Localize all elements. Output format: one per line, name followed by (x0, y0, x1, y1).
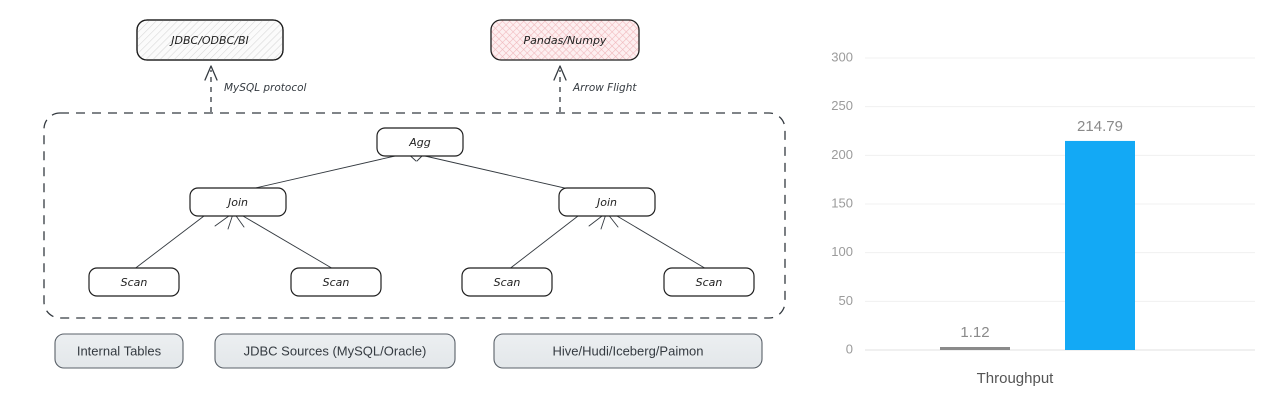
plan-node-agg[interactable]: Agg (376, 127, 464, 157)
plan-node-join-left-label: Join (226, 196, 248, 209)
client-box-pandas-numpy-hatch-b (491, 20, 639, 60)
chart-y-tick-label: 250 (831, 98, 853, 113)
client-box-pandas-numpy-label: Pandas/Numpy (524, 34, 607, 47)
protocol-edge-label-arrow-flight: Arrow Flight (572, 82, 637, 94)
plan-node-join-right-shape (558, 187, 656, 217)
edge-scan1-to-join-left (132, 215, 205, 271)
protocol-edge-label-mysql: MySQL protocol (224, 82, 307, 94)
plan-node-scan-4-label: Scan (696, 276, 723, 289)
client-box-pandas-numpy-outline (490, 19, 640, 61)
client-box-jdbc-odbc-bi-hatch (137, 20, 283, 60)
edge-scan3-to-join-right (507, 215, 579, 271)
chart-bar-value-optimized: 214.79 (1077, 118, 1123, 135)
plan-node-scan-2[interactable]: Scan (290, 267, 382, 297)
plan-node-scan-4-shape (663, 267, 755, 297)
client-box-jdbc-odbc-bi-outline (136, 19, 284, 61)
plan-node-scan-1-label: Scan (121, 276, 148, 289)
source-box-internal-tables[interactable]: Internal Tables (54, 333, 184, 369)
source-box-internal-tables-label: Internal Tables (77, 343, 162, 358)
architecture-diagram: JDBC/ODBC/BI Pandas/Numpy MySQL protocol… (43, 19, 786, 369)
source-box-lakehouse-formats-shape (493, 333, 763, 369)
query-engine-container (43, 112, 786, 319)
source-box-jdbc-sources-label: JDBC Sources (MySQL/Oracle) (244, 343, 427, 358)
client-box-jdbc-odbc-bi[interactable]: JDBC/ODBC/BI (136, 19, 284, 61)
mysql-protocol-arrow-head (204, 65, 218, 81)
plan-node-scan-1-shape (88, 267, 180, 297)
edge-join-right-to-agg (424, 155, 583, 193)
edge-join-left-to-agg (237, 155, 396, 193)
plan-node-scan-3-label: Scan (494, 276, 521, 289)
chart-bar-optimized[interactable] (1065, 140, 1135, 350)
source-box-lakehouse-formats-label: Hive/Hudi/Iceberg/Paimon (552, 343, 703, 358)
chart-bar-value-labels: 1.12 214.79 (960, 118, 1123, 341)
edge-scan4-to-join-right (616, 215, 709, 271)
arrow-flight-arrow-head (553, 65, 567, 81)
chart-y-tick-label: 300 (831, 49, 853, 64)
chart-x-axis-title: Throughput (977, 370, 1055, 387)
source-box-lakehouse-formats[interactable]: Hive/Hudi/Iceberg/Paimon (493, 333, 763, 369)
plan-node-join-left-shape (189, 187, 287, 217)
plan-node-scan-1[interactable]: Scan (88, 267, 180, 297)
source-box-internal-tables-shape (54, 333, 184, 369)
chart-y-tick-label: 0 (846, 341, 853, 356)
plan-node-scan-2-label: Scan (323, 276, 350, 289)
chart-y-tick-label: 50 (839, 293, 853, 308)
client-box-jdbc-odbc-bi-label: JDBC/ODBC/BI (169, 34, 249, 47)
chart-bars (940, 140, 1135, 350)
client-box-pandas-numpy[interactable]: Pandas/Numpy (490, 19, 640, 61)
chart-y-axis-ticks: 0 50 100 150 200 250 300 (831, 49, 853, 356)
plan-node-join-right[interactable]: Join (558, 187, 656, 217)
architecture-diagram-panel: JDBC/ODBC/BI Pandas/Numpy MySQL protocol… (43, 19, 786, 369)
protocol-arrow-mysql-protocol: MySQL protocol (204, 65, 307, 112)
plan-node-scan-4[interactable]: Scan (663, 267, 755, 297)
protocol-arrow-arrow-flight: Arrow Flight (553, 65, 637, 112)
chart-bar-value-baseline: 1.12 (960, 324, 989, 341)
plan-node-scan-2-shape (290, 267, 382, 297)
plan-node-join-left[interactable]: Join (189, 187, 287, 217)
throughput-bar-chart: 0 50 100 150 200 250 300 1.12 214.79 Throughput (831, 49, 1255, 387)
chart-bar-baseline[interactable] (940, 347, 1010, 350)
chart-gridlines (865, 57, 1255, 351)
edge-scan2-to-join-left (242, 215, 336, 271)
plan-node-agg-shape (376, 127, 464, 157)
plan-node-scan-3-shape (461, 267, 553, 297)
chart-y-tick-label: 150 (831, 195, 853, 210)
source-box-jdbc-sources-shape (214, 333, 456, 369)
plan-node-join-right-label: Join (595, 196, 617, 209)
plan-node-agg-label: Agg (408, 136, 431, 149)
plan-node-scan-3[interactable]: Scan (461, 267, 553, 297)
chart-y-tick-label: 200 (831, 147, 853, 162)
throughput-bar-chart-panel: 0 50 100 150 200 250 300 1.12 214.79 Throughput (820, 0, 1280, 405)
chart-y-tick-label: 100 (831, 244, 853, 259)
source-box-jdbc-sources[interactable]: JDBC Sources (MySQL/Oracle) (214, 333, 456, 369)
